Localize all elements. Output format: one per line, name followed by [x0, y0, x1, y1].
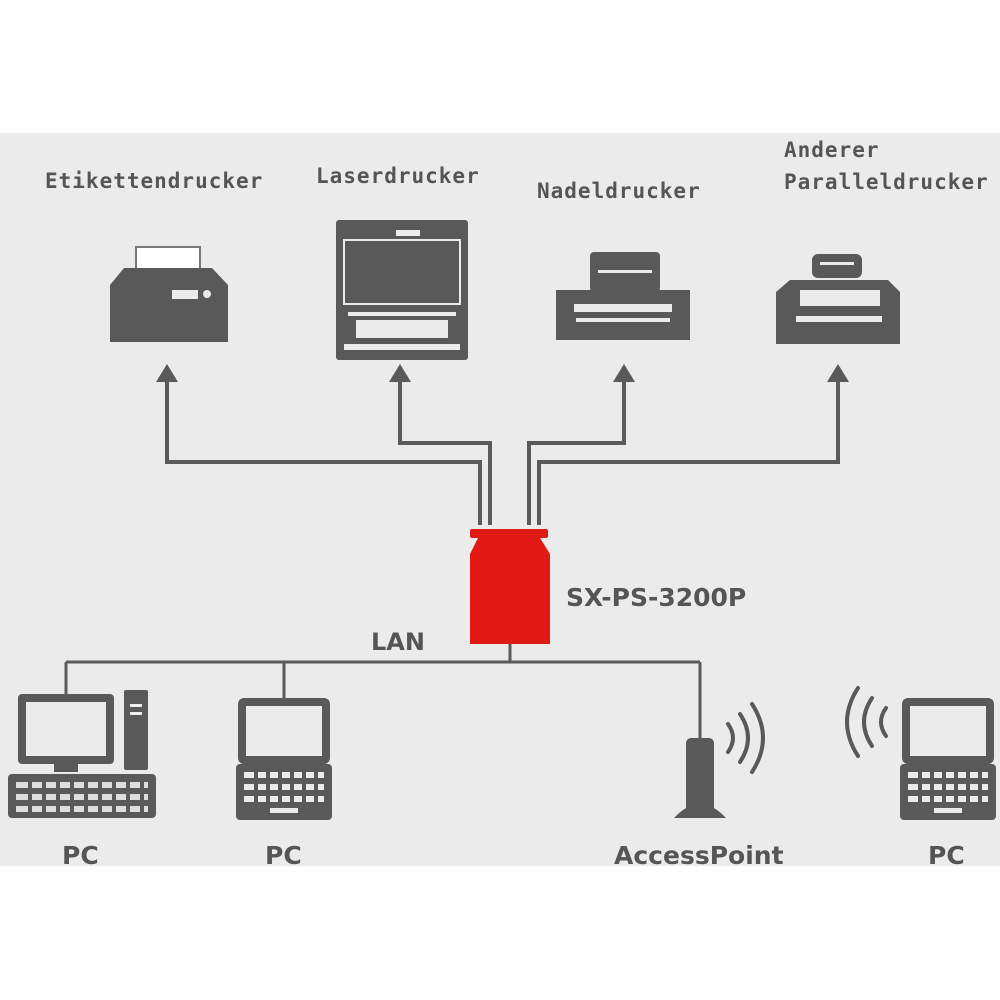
printer-connections [165, 378, 840, 525]
lan-label: LAN [371, 628, 425, 656]
laptop-wifi-icon [845, 686, 888, 758]
dot-matrix-printer-label: Nadeldrucker [537, 179, 701, 203]
parallel-printer-icon [776, 254, 900, 344]
other-parallel-printer-label-2: Paralleldrucker [784, 170, 989, 194]
link-laser-printer [398, 378, 492, 525]
lan-bus [64, 644, 702, 738]
link-label-printer [165, 378, 482, 525]
access-point-icon [674, 738, 726, 818]
other-parallel-printer-label-1: Anderer [784, 138, 880, 162]
arrow-dot-matrix-printer [613, 364, 635, 382]
pc2-label: PC [265, 841, 302, 870]
label-printer-icon [110, 246, 228, 342]
arrow-laser-printer [389, 364, 411, 382]
desktop-pc-icon [8, 690, 156, 818]
arrow-parallel-printer [827, 364, 849, 382]
laser-printer-label: Laserdrucker [316, 164, 480, 188]
label-printer-label: Etikettendrucker [45, 169, 263, 193]
access-point-label: AccessPoint [614, 841, 784, 870]
laser-printer-icon [336, 220, 468, 360]
dot-matrix-printer-icon [556, 252, 690, 340]
link-parallel-printer [537, 378, 840, 525]
print-server-icon [470, 529, 550, 644]
arrowheads [156, 364, 849, 382]
link-dot-matrix-printer [527, 378, 626, 525]
pc3-label: PC [928, 841, 965, 870]
wireless-laptop-icon [900, 698, 996, 820]
pc1-label: PC [62, 841, 99, 870]
print-server-model-label: SX-PS-3200P [566, 583, 746, 612]
access-point-wifi-icon [726, 702, 765, 774]
arrow-label-printer [156, 364, 178, 382]
laptop-pc-icon [236, 698, 332, 820]
